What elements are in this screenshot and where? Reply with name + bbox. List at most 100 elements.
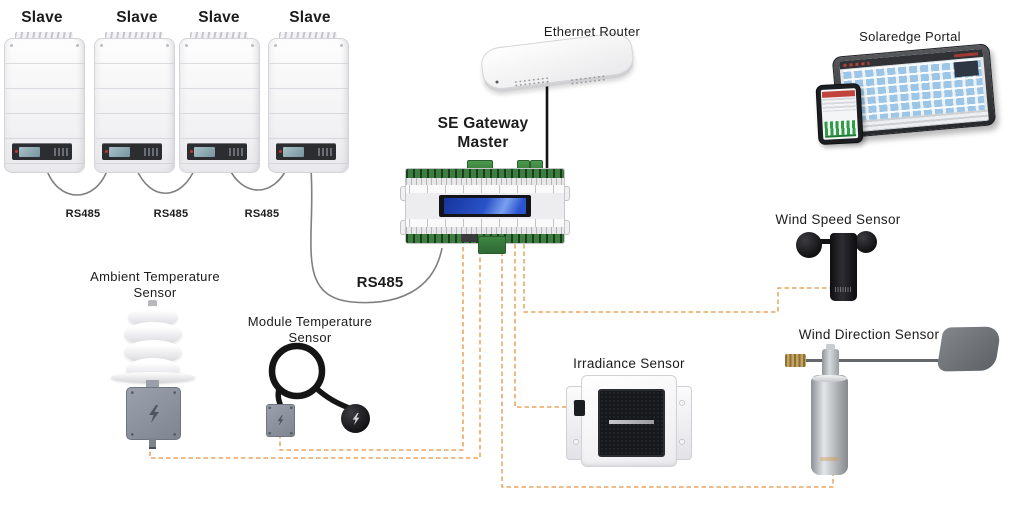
sensor-window [598,389,665,457]
sensor-body [811,375,848,475]
label-strip-bottom [406,219,564,227]
irradiance-sensor-label: Irradiance Sensor [573,356,685,371]
wind-direction-sensor-label: Wind Direction Sensor [798,327,940,342]
sensor-cell-slit [609,420,654,424]
vane-rod [790,359,990,362]
module-temp-cable-to-disc [313,385,352,411]
inverter-4-label: Slave [289,9,331,26]
heatsink-fins [15,32,73,41]
lightning-bolt-icon [352,412,359,425]
sensor-body [830,233,857,301]
lightning-bolt-icon [277,415,284,426]
heatsink-fins [105,32,163,41]
display-buttons [144,148,158,156]
inverter-slave-1 [4,32,85,173]
junction-box [126,387,181,440]
bus-line-module-temp [279,242,464,451]
lcd-row [406,193,564,219]
phone-bar-chart [824,120,857,138]
display-screen [283,147,304,157]
rs485-gateway-label: RS485 [356,274,404,291]
inverter-display [276,143,336,160]
rs485-cable-3 [227,165,289,191]
lcd-screen [444,198,526,214]
heatsink-fins [279,32,337,41]
rs485-cable-2 [135,165,197,194]
wind-speed-sensor-label: Wind Speed Sensor [775,212,901,227]
gateway-title-line1: SE Gateway [437,115,529,132]
terminal-row-top [406,178,564,185]
bus-line-wind-direction [501,244,834,488]
shield-neck [146,380,159,389]
power-led [14,150,18,153]
anemometer-cup-right [855,231,877,253]
heatsink-fins [190,32,248,41]
display-screen [109,147,130,157]
gateway-module [405,168,565,244]
terminal-row-bottom [406,227,564,234]
rs485-cable-1 [45,167,109,196]
rs485-cable-to-gateway [310,169,443,304]
inverter-2-label: Slave [116,9,158,26]
dashboard-panel [953,60,979,78]
bottom-connector [461,234,477,242]
inverter-3-label: Slave [198,9,240,26]
rs485-label-1: RS485 [65,208,101,220]
lightning-bolt-icon [148,404,159,423]
wind-speed-sensor-device [786,228,886,303]
anemometer-cup-left [796,232,822,258]
bus-line-ambient-temp [149,242,481,459]
cable-connector [574,400,585,416]
inverter-body [179,38,260,173]
inverter-display [102,143,162,160]
ambient-temp-sensor-label: Ambient Temperature Sensor [90,269,220,300]
se-gateway-device [400,160,570,255]
power-led [278,150,282,153]
portal-phone [815,82,864,146]
ethernet-router-label: Ethernet Router [543,24,641,39]
power-led [189,150,193,153]
pcb-strip-top [406,169,564,178]
gateway-title-line2: Master [457,134,509,151]
solaredge-portal-device [815,43,1000,146]
display-buttons [54,148,68,156]
inverter-body [94,38,175,173]
power-led [104,150,108,153]
module-temp-coil-cable [268,342,326,400]
rs485-label-2: RS485 [153,208,189,220]
display-screen [19,147,40,157]
module-temp-sensor-disc [341,404,370,433]
cable-gland [149,438,156,449]
vane-hub [822,344,839,377]
gateway-title: SE Gateway Master [403,114,563,152]
module-temp-sensor-label: Module Temperature Sensor [247,314,373,345]
inverter-slave-2 [94,32,175,173]
mounting-plate [111,372,195,383]
inverter-slave-3 [179,32,260,173]
inverter-body [4,38,85,173]
terminal-block-bottom [478,236,506,254]
counterweight [785,354,806,367]
irradiance-sensor-device [566,375,692,469]
solaredge-portal-label: Solaredge Portal [859,29,961,44]
bus-line-irradiance [514,244,581,408]
display-screen [194,147,215,157]
wind-direction-sensor-device [780,322,1015,482]
inverter-display [12,143,72,160]
gateway-lcd [439,195,531,217]
display-buttons [229,148,243,156]
display-buttons [318,148,332,156]
bus-line-wind-speed [523,244,832,313]
ambient-temperature-sensor-device [105,300,200,450]
phone-screen [820,88,859,140]
inverter-body [268,38,349,173]
inverter-slave-4 [268,32,349,173]
rs485-label-3: RS485 [244,208,280,220]
label-strip-top [406,185,564,193]
inverter-display [187,143,247,160]
shield-cap [148,300,157,309]
inverter-1-label: Slave [21,9,63,26]
module-temp-junction-box [266,404,295,437]
